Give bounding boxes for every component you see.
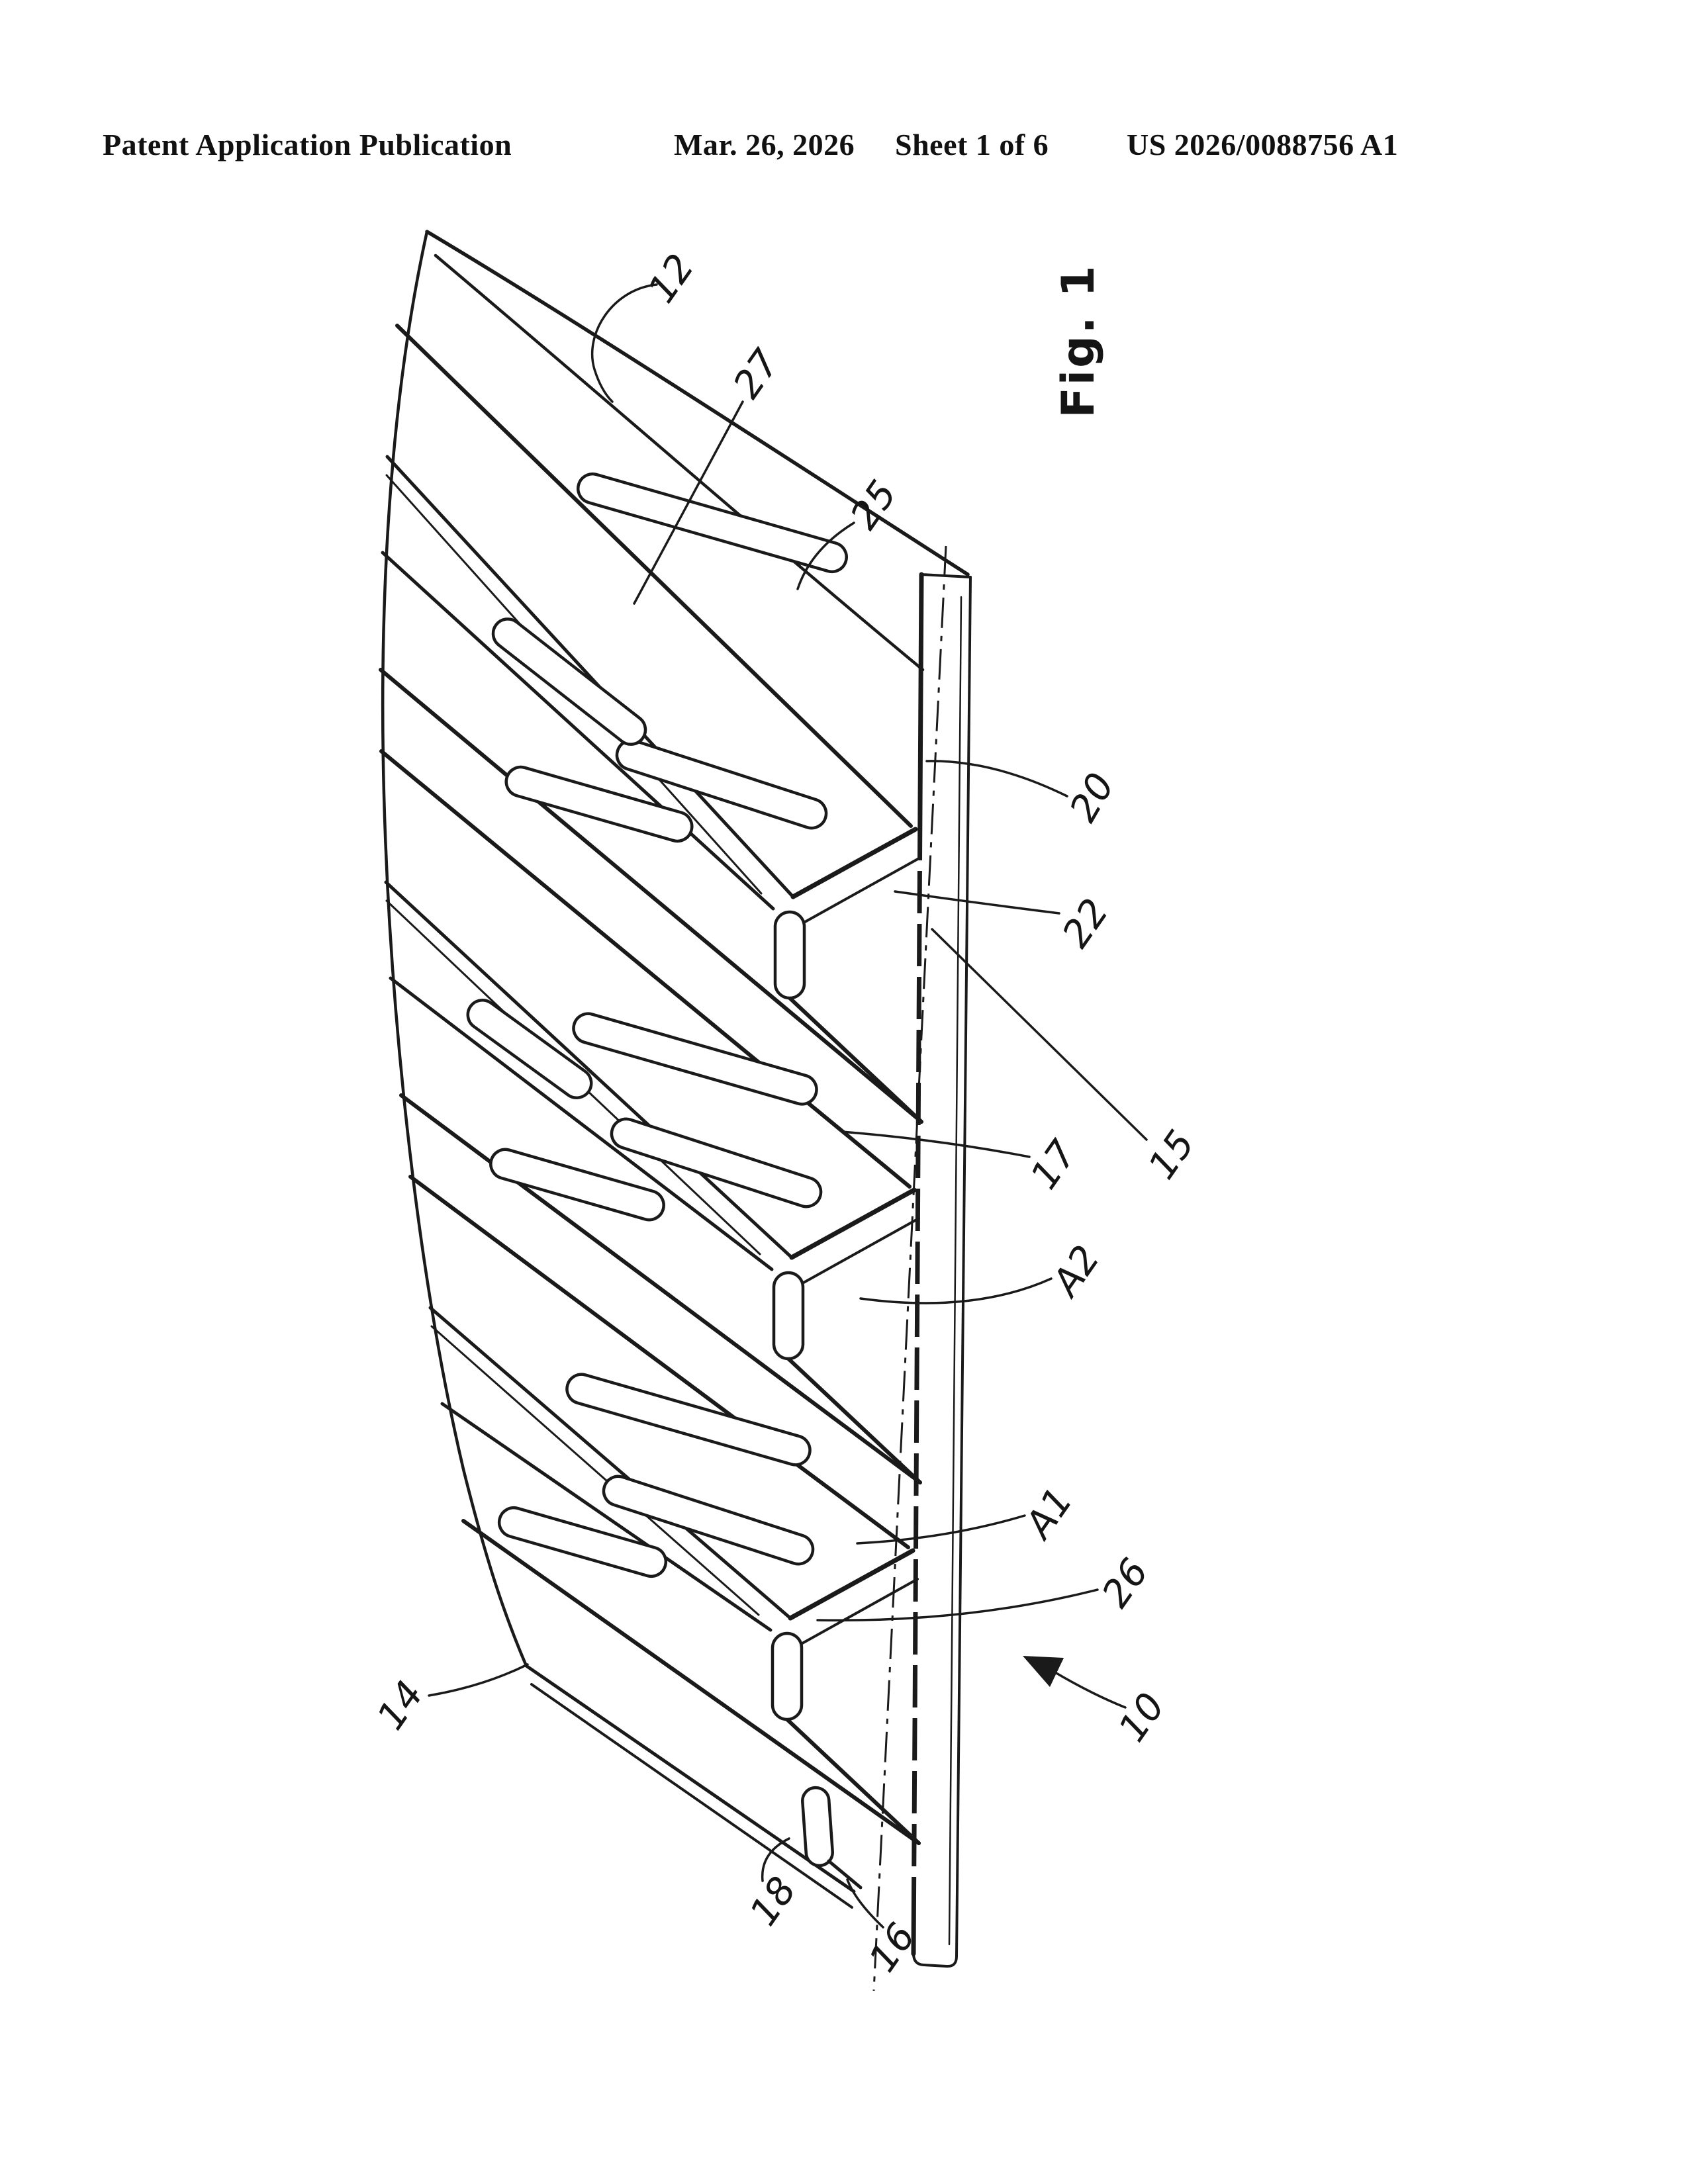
axis-line	[872, 545, 947, 1991]
leader-a2	[859, 1277, 1053, 1304]
leader-16	[846, 1878, 884, 1929]
leader-a1	[856, 1514, 1026, 1545]
leader-18	[761, 1837, 790, 1882]
leader-27	[633, 400, 744, 605]
leader-lines	[428, 283, 1148, 1929]
leader-22	[894, 890, 1060, 915]
leader-14	[428, 1663, 529, 1697]
ref-label-a2: A2	[1043, 1238, 1109, 1306]
ref-label-12: 12	[639, 246, 703, 310]
leader-20	[925, 760, 1068, 797]
ref-label-a1: A1	[1015, 1480, 1082, 1548]
ref-label-15: 15	[1140, 1122, 1203, 1187]
rib-1	[379, 324, 923, 1124]
base-strip	[872, 545, 972, 1991]
slot-holes	[466, 472, 848, 1578]
leader-26	[816, 1588, 1099, 1622]
ref-label-20: 20	[1061, 766, 1123, 829]
ref-label-22: 22	[1054, 891, 1117, 955]
rib-2	[379, 749, 922, 1484]
ref-label-27: 27	[725, 341, 788, 406]
publication-date: Mar. 26, 2026	[674, 128, 855, 161]
ref-label-10: 10	[1110, 1685, 1174, 1749]
leader-17	[841, 1130, 1031, 1158]
sheet-number: Sheet 1 of 6	[895, 128, 1049, 161]
ref-label-18: 18	[741, 1869, 805, 1933]
ref-label-26: 26	[1094, 1551, 1157, 1615]
figure-caption: Fig. 1	[1053, 263, 1105, 418]
leader-15	[931, 928, 1148, 1141]
leader-12	[590, 283, 658, 403]
leader-10	[1054, 1671, 1127, 1709]
ref-label-17: 17	[1022, 1132, 1086, 1197]
arrowhead-10	[1023, 1656, 1064, 1687]
ref-label-14: 14	[369, 1673, 432, 1737]
leader-25	[796, 522, 855, 590]
rib-3	[408, 1175, 921, 1845]
bottom-fold	[801, 1786, 863, 1889]
patent-number: US 2026/0088756 A1	[1127, 128, 1399, 161]
page-header: Patent Application Publication Mar. 26, …	[0, 127, 1688, 167]
publication-title: Patent Application Publication	[103, 128, 512, 161]
